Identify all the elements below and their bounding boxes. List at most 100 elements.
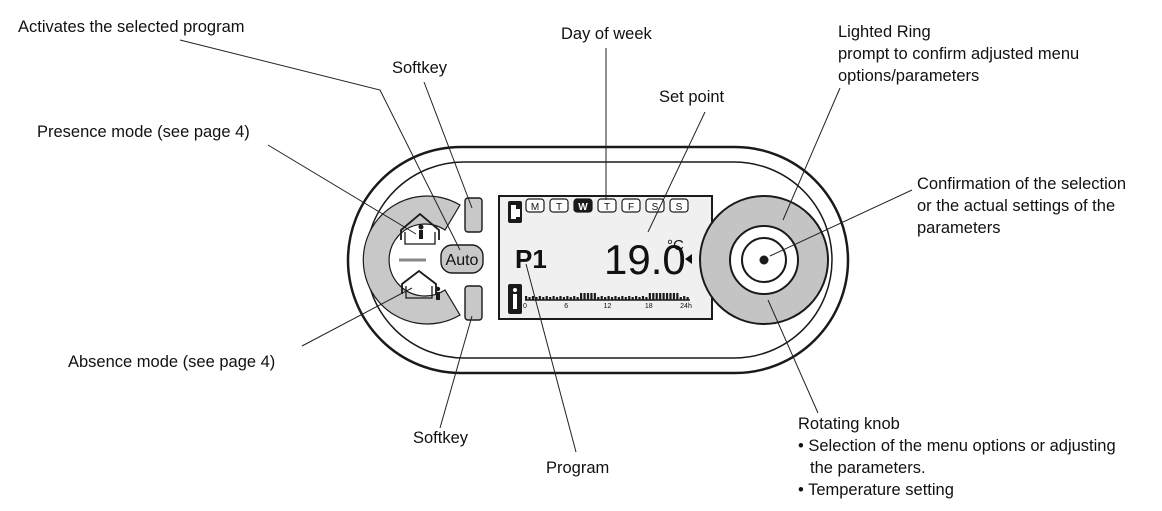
label-absence-mode: Absence mode (see page 4) — [68, 353, 276, 371]
timeline-segment — [576, 297, 579, 300]
timeline-segment — [610, 297, 614, 300]
timeline-segment — [655, 293, 658, 300]
timeline-segment — [631, 297, 634, 300]
timeline-segment — [652, 293, 655, 300]
label-softkey-top: Softkey — [392, 59, 448, 77]
timeline-segment — [590, 293, 593, 300]
label-confirmation-line1: Confirmation of the selection — [917, 175, 1127, 193]
timeline-segment — [635, 296, 638, 300]
timeline-segment — [583, 293, 586, 300]
timeline-segment — [686, 297, 689, 300]
label-set-point: Set point — [659, 88, 725, 106]
label-rotating-bullet2: • Temperature setting — [798, 481, 954, 499]
day-box: T — [597, 198, 617, 213]
label-lighted-ring-title: Lighted Ring — [838, 23, 931, 41]
timeline-segment — [683, 296, 686, 300]
program-indicator: P1 — [515, 244, 547, 274]
timeline-segment — [645, 297, 648, 300]
leader-lighted-ring — [782, 87, 841, 221]
timeline-segment — [580, 293, 583, 300]
auto-button-label: Auto — [446, 252, 479, 269]
day-letter: T — [604, 202, 610, 213]
timeline-segment — [662, 293, 665, 300]
day-letter: F — [628, 202, 634, 213]
label-program: Program — [546, 459, 610, 477]
day-letter: M — [531, 202, 539, 213]
timeline-segment — [624, 297, 627, 300]
label-presence-mode: Presence mode (see page 4) — [37, 123, 250, 141]
softkey-bottom[interactable] — [464, 285, 483, 321]
day-letter: S — [676, 202, 683, 213]
timeline-segment — [597, 297, 600, 300]
label-softkey-bottom: Softkey — [413, 429, 469, 447]
day-box: T — [549, 198, 569, 213]
timeline-segment — [641, 296, 645, 300]
presence-mode-button[interactable] — [400, 212, 440, 245]
timeline-segment — [659, 293, 662, 300]
timeline-segment — [676, 293, 679, 300]
leader-softkey-top — [423, 81, 473, 209]
timeline-segment — [665, 293, 669, 300]
timeline-segment — [600, 296, 603, 300]
timeline-segment — [604, 297, 607, 300]
timeline-segment — [538, 296, 541, 300]
timeline-segment — [586, 293, 590, 300]
timeline-segment — [552, 296, 555, 300]
label-rotating-knob-title: Rotating knob — [798, 415, 900, 433]
absence-mode-button[interactable] — [401, 269, 441, 300]
timeline-segment — [573, 296, 576, 300]
auto-button[interactable]: Auto — [440, 244, 484, 274]
mode-rocker — [362, 195, 461, 325]
label-activates-program: Activates the selected program — [18, 18, 245, 36]
label-lighted-ring-line1: prompt to confirm adjusted menu — [838, 45, 1080, 63]
timeline-segment — [648, 293, 651, 300]
timeline-segment — [672, 293, 676, 300]
day-letter: S — [652, 202, 659, 213]
timeline-segment — [559, 296, 562, 300]
day-letter: W — [578, 202, 588, 213]
timeline-segment — [617, 297, 621, 300]
timeline-segment — [555, 297, 559, 300]
day-box: F — [621, 198, 641, 213]
leader-rotating-knob — [767, 299, 819, 414]
timeline-segment — [679, 297, 682, 300]
timeline-segment — [549, 297, 552, 300]
leader-absence — [301, 287, 413, 347]
timeline-segment — [528, 297, 531, 300]
label-day-of-week: Day of week — [561, 25, 652, 43]
leader-confirmation — [769, 189, 913, 257]
timeline-segment — [621, 296, 624, 300]
day-box: S — [669, 198, 689, 213]
timeline-tick-label: 0 — [523, 303, 527, 310]
confirm-button[interactable] — [741, 237, 787, 283]
label-confirmation-line3: parameters — [917, 219, 1001, 237]
timeline-segment — [545, 296, 548, 300]
timeline-tick-label: 24h — [680, 303, 692, 310]
timeline-segment — [562, 297, 566, 300]
timeline-tick-label: 6 — [564, 303, 568, 310]
leader-softkey-bottom — [439, 315, 473, 429]
softkey-top[interactable] — [464, 197, 483, 233]
leader-presence — [267, 144, 417, 235]
timeline-segment — [525, 296, 528, 300]
timeline-segment — [628, 296, 631, 300]
timeline-segment — [607, 296, 610, 300]
timeline-segment — [614, 296, 617, 300]
timeline-segment — [638, 297, 641, 300]
timeline-segment — [566, 296, 569, 300]
timeline-tick-label: 12 — [604, 303, 612, 310]
leader-program — [525, 263, 577, 453]
temperature-readout: 19.0 — [604, 236, 686, 283]
timeline-segment — [542, 297, 545, 300]
leader-activates — [179, 39, 461, 251]
day-box: S — [645, 198, 665, 213]
setpoint-arrow-icon — [685, 254, 692, 264]
timeline-segment — [569, 297, 572, 300]
day-box: W — [573, 198, 593, 213]
leader-set-point — [647, 111, 706, 233]
day-box: M — [525, 198, 545, 213]
temperature-unit: °C — [667, 237, 684, 254]
